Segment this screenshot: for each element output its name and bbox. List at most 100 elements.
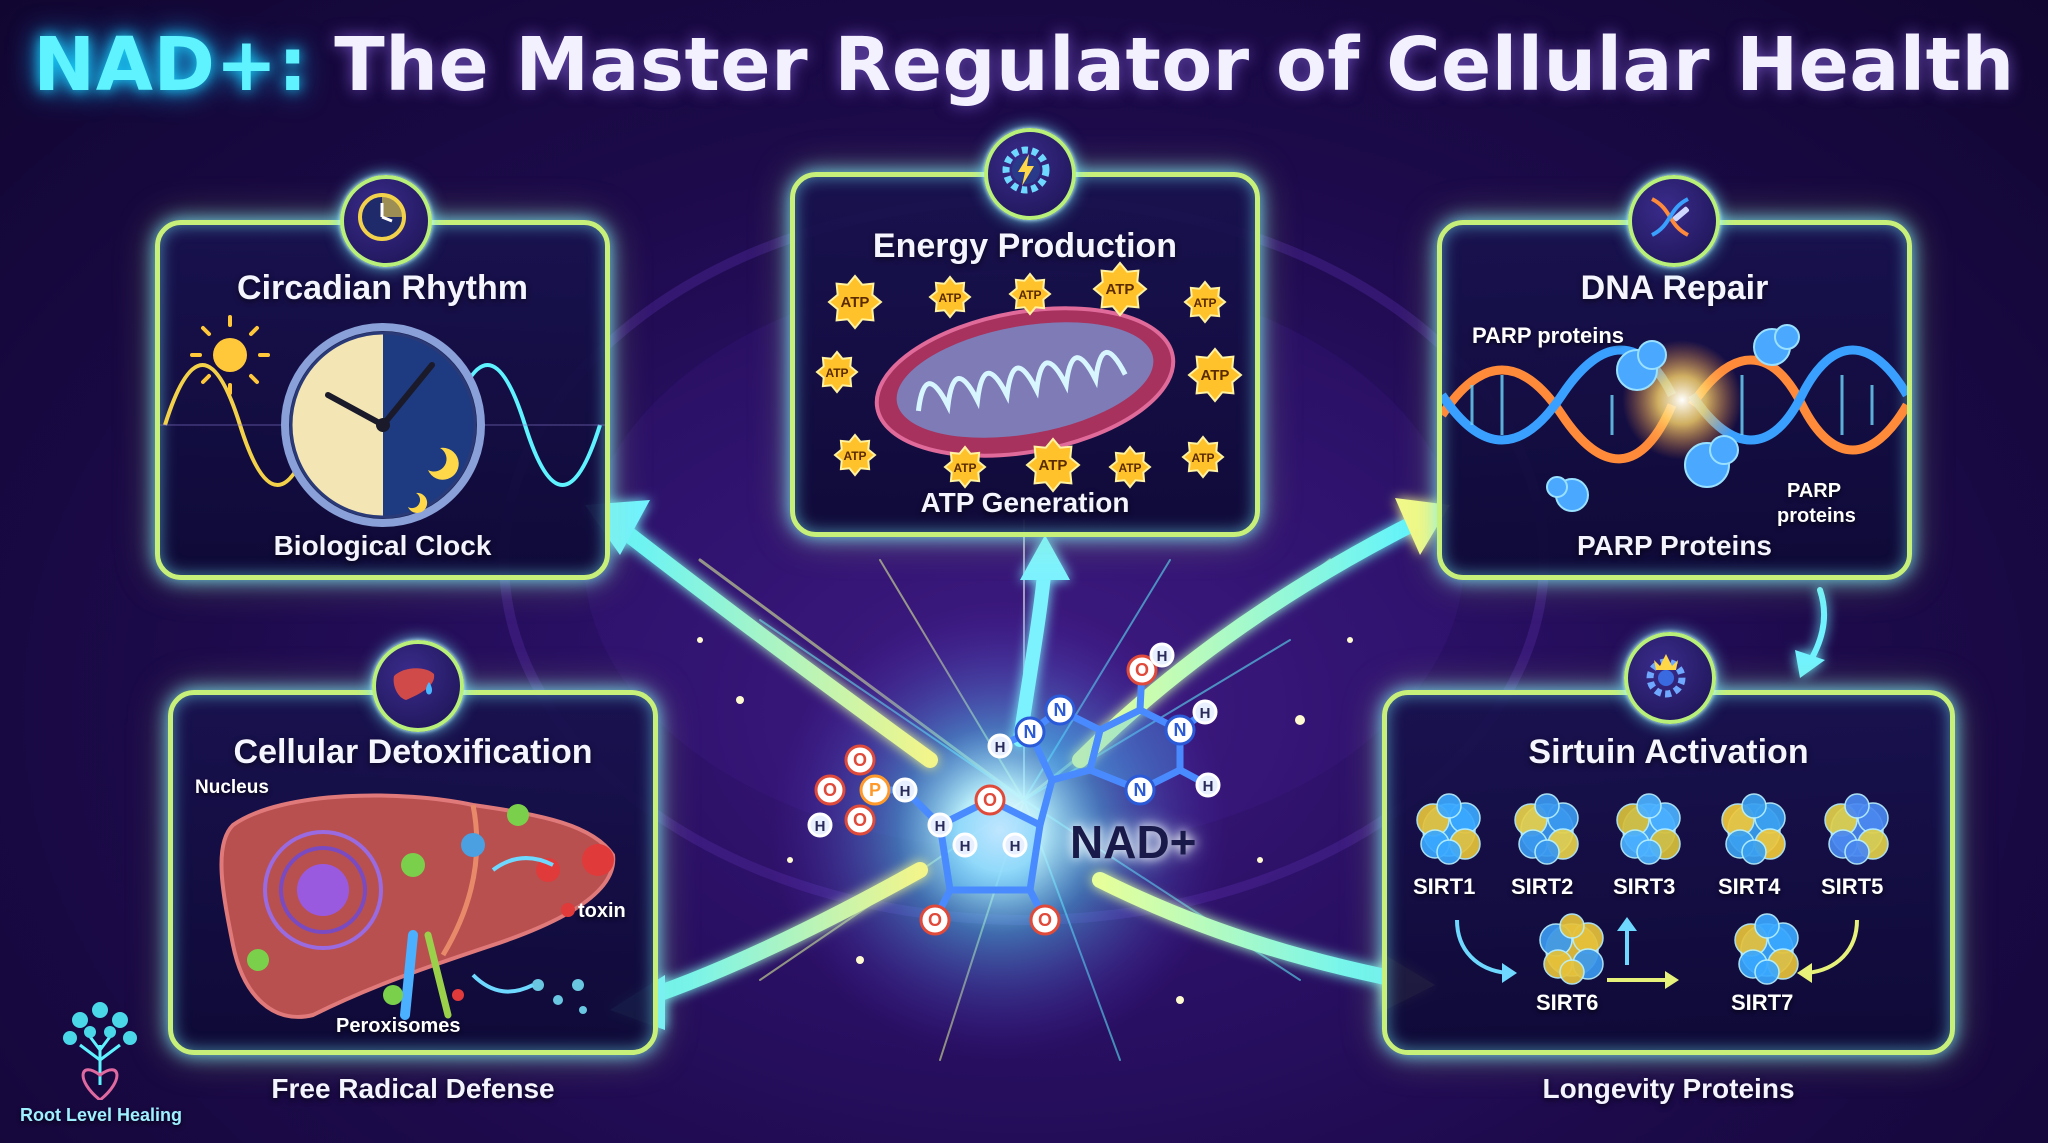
atom-symbol: H <box>935 818 946 835</box>
arrow-to-detox <box>632 862 928 1008</box>
atp-star: ATP <box>1025 437 1081 493</box>
atom-h: H <box>927 812 953 838</box>
atp-label: ATP <box>953 461 976 475</box>
sirtuin-label-sirt6: SIRT6 <box>1536 990 1599 1015</box>
atp-label: ATP <box>938 291 961 305</box>
detox-label-toxin: toxin <box>578 900 626 922</box>
atp-star: ATP <box>1181 435 1225 479</box>
atom-h: H <box>807 812 833 838</box>
dna-label-parp-right-1: PARP <box>1787 480 1842 502</box>
sirtuin-caption: Longevity Proteins <box>1542 1073 1795 1104</box>
dna-wrench-icon <box>1628 175 1720 267</box>
atp-star: ATP <box>1187 347 1243 403</box>
atom-symbol: H <box>1010 838 1021 855</box>
atp-label: ATP <box>1201 367 1230 384</box>
atp-star: ATP <box>1008 272 1052 316</box>
arrow-head-dna-sirtuin <box>1795 650 1825 678</box>
sun-icon <box>190 315 270 395</box>
sirtuin-label-sirt4: SIRT4 <box>1718 874 1781 899</box>
atom-h: H <box>1192 699 1218 725</box>
sirtuin-protein-sirt4 <box>1721 793 1786 865</box>
atom-h: H <box>1002 832 1028 858</box>
tree-heart-logo-icon <box>63 1002 137 1100</box>
atom-symbol: P <box>869 780 881 800</box>
atom-o: O <box>1126 654 1158 686</box>
atp-label: ATP <box>1039 457 1068 474</box>
nad-center-label: NAD+ <box>1070 816 1197 868</box>
atp-label: ATP <box>841 294 870 311</box>
atp-label: ATP <box>1106 281 1135 298</box>
atom-p: P <box>859 774 891 806</box>
sirtuin-title: Sirtuin Activation <box>1528 733 1809 771</box>
atom-symbol: H <box>1203 778 1214 795</box>
energy-caption: ATP Generation <box>920 487 1130 518</box>
detox-label-nucleus: Nucleus <box>195 777 269 798</box>
atom-symbol: O <box>853 810 867 830</box>
title-rest: The Master Regulator of Cellular Health <box>334 22 2015 108</box>
atom-h: H <box>892 777 918 803</box>
atom-symbol: O <box>928 910 942 930</box>
peroxisome-dots <box>247 804 529 1005</box>
atom-symbol: N <box>1024 722 1037 742</box>
atom-o: O <box>1029 904 1061 936</box>
sirtuin-protein-sirt7 <box>1734 913 1799 985</box>
circadian-title: Circadian Rhythm <box>237 269 528 307</box>
detox-arrows <box>471 856 554 994</box>
circadian-illustration <box>160 315 605 527</box>
atom-n: N <box>1014 716 1046 748</box>
atp-star: ATP <box>928 275 972 319</box>
dna-illustration <box>1442 324 1907 512</box>
molecule-bonds <box>871 666 1212 924</box>
atp-star: ATP <box>827 274 883 330</box>
circadian-caption: Biological Clock <box>273 530 492 561</box>
sirtuin-label-sirt2: SIRT2 <box>1511 874 1574 899</box>
atom-h: H <box>1195 772 1221 798</box>
dna-caption: PARP Proteins <box>1576 530 1772 561</box>
arrow-to-energy <box>1013 558 1052 747</box>
atp-star: ATP <box>815 350 859 394</box>
nucleus-illustration <box>263 830 383 950</box>
atom-h: H <box>987 733 1013 759</box>
atom-o: O <box>974 784 1006 816</box>
arrow-head-dna <box>1395 498 1450 555</box>
atom-symbol: O <box>853 750 867 770</box>
energy-illustration: ATP ATP ATP ATP ATP ATP ATP ATP ATP ATP ATP ATP <box>815 261 1243 493</box>
panel-detox: Cellular Detoxification <box>168 690 658 1055</box>
sirtuin-label-sirt1: SIRT1 <box>1413 874 1476 899</box>
sirtuin-label-sirt7: SIRT7 <box>1731 990 1794 1015</box>
dna-title: DNA Repair <box>1580 269 1769 307</box>
detox-title: Cellular Detoxification <box>233 733 593 771</box>
sirtuin-illustration <box>1416 793 1889 989</box>
sirtuin-label-sirt3: SIRT3 <box>1613 874 1676 899</box>
atom-symbol: H <box>1200 705 1211 722</box>
detox-label-peroxisomes: Peroxisomes <box>336 1015 461 1037</box>
atom-symbol: O <box>823 780 837 800</box>
cleansed-particles <box>532 979 587 1014</box>
atp-star: ATP <box>943 445 987 489</box>
sirtuin-protein-sirt2 <box>1514 793 1579 865</box>
arrow-to-sirtuin <box>1092 872 1408 988</box>
detox-illustration <box>219 793 616 1020</box>
atp-label: ATP <box>843 449 866 463</box>
atp-label: ATP <box>1191 451 1214 465</box>
atom-symbol: H <box>900 783 911 800</box>
atp-star: ATP <box>833 433 877 477</box>
atom-h: H <box>1149 642 1175 668</box>
atom-symbol: N <box>1054 700 1067 720</box>
dna-label-parp-top: PARP proteins <box>1472 323 1624 348</box>
atp-label: ATP <box>825 366 848 380</box>
crown-gear-icon <box>1624 632 1716 724</box>
atom-symbol: H <box>960 838 971 855</box>
clock-illustration <box>281 323 485 527</box>
clock-icon <box>340 175 432 267</box>
sirtuin-protein-sirt6 <box>1539 913 1604 985</box>
arrow-to-circadian <box>602 512 938 768</box>
atp-star: ATP <box>1108 445 1152 489</box>
atom-h: H <box>952 832 978 858</box>
atp-star: ATP <box>1183 280 1227 324</box>
